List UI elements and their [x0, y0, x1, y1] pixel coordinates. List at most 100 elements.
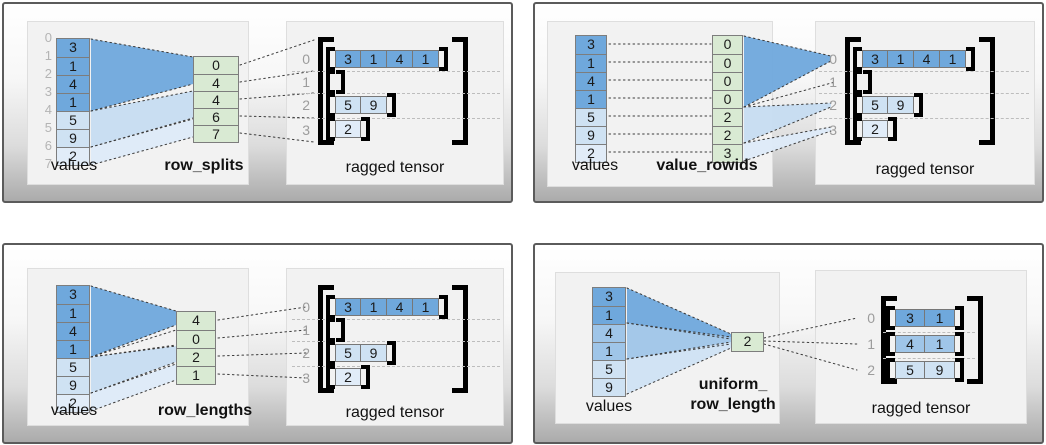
ctor-label-line2: row_length: [690, 396, 776, 413]
tensor-row: 3 1: [895, 309, 955, 327]
fan-dark: [91, 286, 176, 357]
values-cell: 1: [593, 342, 625, 360]
tensor-cell: 1: [361, 298, 387, 316]
boundary-index: 6: [44, 138, 52, 153]
tensor-cell: 4: [895, 335, 925, 353]
tensor-row: 3 1 4 1: [862, 50, 966, 68]
outer-bracket-right: [967, 296, 983, 384]
row-separator: [883, 332, 975, 333]
row-splits-cell: 7: [194, 125, 238, 142]
row-bracket-right: [966, 47, 975, 71]
row-bracket-right: [387, 93, 396, 117]
tensor-row: 2: [335, 368, 361, 386]
row-separator: [292, 71, 500, 72]
tensor-cell: 1: [413, 298, 439, 316]
row-bracket-right: [439, 47, 448, 71]
tensor-cell: 2: [335, 120, 361, 138]
values-cell: 5: [57, 358, 89, 376]
row-bracket-right: [439, 295, 448, 319]
row-splits-cell: 0: [194, 57, 238, 74]
uniform-row-length-cell: 2: [732, 333, 763, 351]
row-splits-cell: 4: [194, 91, 238, 108]
outer-bracket-right: [452, 37, 468, 145]
boundary-index: 0: [44, 30, 52, 45]
row-bracket-left: [886, 306, 895, 330]
tensor-cell: 2: [335, 368, 361, 386]
outer-bracket-left: [318, 285, 334, 393]
values-label: values: [50, 157, 98, 174]
tensor-row-index: 1: [867, 336, 875, 352]
tensor-cell: 9: [888, 96, 914, 114]
values-cell: 1: [57, 304, 89, 322]
tensor-cell: 5: [335, 96, 361, 114]
connector-layer: [90, 285, 307, 412]
row-bracket-right: [336, 318, 345, 342]
ragged-tensor-panel: [815, 270, 1027, 424]
row-bracket-right: [361, 117, 370, 141]
row-bracket-right: [955, 332, 964, 356]
tensor-cell: 3: [862, 50, 888, 68]
values-column: 3 1 4 1 5 9 2: [56, 285, 90, 413]
connector-layer: [608, 35, 836, 162]
values-cell: 5: [593, 360, 625, 378]
tensor-row-index: 0: [302, 51, 310, 67]
row-lengths-column: 4 0 2 1: [176, 311, 216, 385]
tensor-cell: 4: [387, 298, 413, 316]
tensor-row: 2: [862, 120, 888, 138]
values-cell: 1: [57, 340, 89, 358]
fan-dark: [91, 39, 193, 111]
row-lengths-cell: 4: [177, 312, 215, 330]
tensor-cell: 1: [413, 50, 439, 68]
tensor-cell: 4: [914, 50, 940, 68]
fan-dark: [627, 288, 731, 339]
fan-faint: [744, 127, 831, 161]
fan-light: [91, 91, 193, 147]
boundary-index: 5: [44, 120, 52, 135]
values-cell: 5: [576, 108, 606, 126]
fan-light: [744, 103, 831, 143]
row-separator: [292, 366, 500, 367]
value-rowids-cell: 2: [713, 108, 742, 126]
values-cell: 3: [593, 288, 625, 306]
row-bracket-left: [326, 93, 335, 117]
values-column: 3 1 4 1 5 9 2: [575, 35, 607, 163]
row-bracket-right: [955, 306, 964, 330]
row-bracket-right: [863, 70, 872, 94]
value-rowids-cell: 0: [713, 72, 742, 90]
fan-dark: [744, 36, 831, 107]
fan-faint: [91, 119, 193, 165]
dotted-edges: [626, 287, 858, 395]
tensor-cell: 1: [888, 50, 914, 68]
panel-value-rowids: 3 1 4 1 5 9 2 0 0 0 0 2 2 3 0 1 2 3 3 1: [533, 2, 1044, 203]
tensor-row-index: 3: [302, 370, 310, 386]
tensor-row: 2: [335, 120, 361, 138]
tensor-cell: 9: [361, 344, 387, 362]
tensor-row-index: 2: [829, 97, 837, 113]
row-bracket-left: [326, 365, 335, 389]
row-separator: [819, 93, 1029, 94]
tensor-cell: 9: [361, 96, 387, 114]
tensor-cell: 9: [925, 361, 955, 379]
tensor-row-index: 1: [829, 74, 837, 90]
values-cell: 2: [576, 144, 606, 162]
fan-light: [627, 342, 731, 394]
ragged-tensor-panel: [815, 21, 1035, 185]
tensor-row-index: 0: [867, 310, 875, 326]
row-bracket-right: [361, 365, 370, 389]
row-bracket-left: [326, 47, 335, 71]
tensor-row-index: 2: [302, 97, 310, 113]
tensor-row-index: 3: [829, 122, 837, 138]
row-separator: [292, 118, 500, 119]
tensor-row: 5 9: [862, 96, 914, 114]
panel-uniform-row-length: 3 1 4 1 5 9 2 0 1 2 3 1 4 1 5 9: [533, 243, 1044, 444]
row-bracket-left: [326, 117, 335, 141]
tensor-row-index: 3: [302, 122, 310, 138]
values-cell: 1: [57, 93, 89, 111]
values-label: values: [585, 398, 633, 415]
tensor-cell: 3: [335, 50, 361, 68]
tensor-row-index: 1: [302, 322, 310, 338]
tensor-row: 3 1 4 1: [335, 50, 439, 68]
values-cell: 4: [576, 72, 606, 90]
values-cell: 2: [57, 147, 89, 165]
